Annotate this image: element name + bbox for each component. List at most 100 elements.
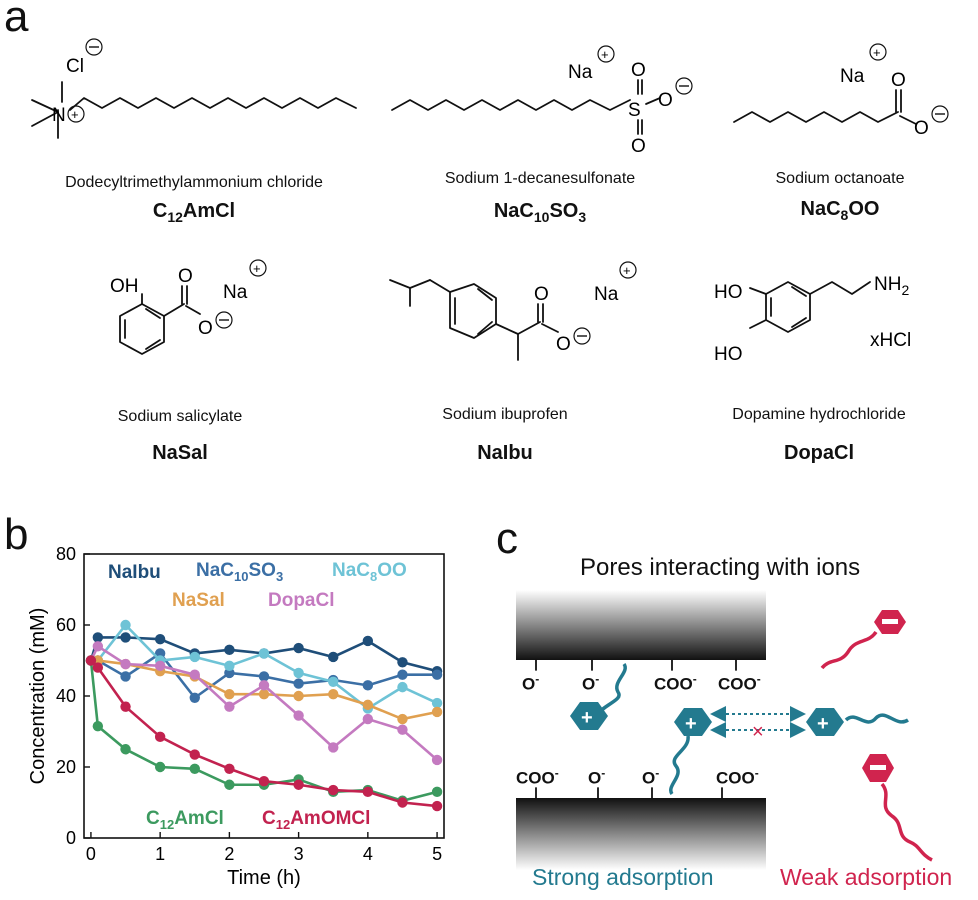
data-point [293,678,304,689]
data-point [120,701,131,712]
data-point [189,763,200,774]
data-point [328,784,339,796]
data-point [362,699,374,711]
series-line [89,659,438,808]
data-point [154,761,166,773]
weak-adsorption-label: Weak adsorption [780,864,953,890]
naibu-structure: O O Na + [389,261,637,361]
series-line [90,651,438,700]
data-point [120,658,131,670]
top-pore-wall [516,590,766,660]
y-tick-label: 40 [56,686,76,706]
svg-text:O: O [658,90,673,111]
data-point [258,648,270,659]
strong-adsorption-label: Strong adsorption [532,864,714,890]
cation-head-icon [806,708,844,736]
svg-text:O: O [198,318,213,339]
legend-naibu: NaIbu [108,562,161,583]
data-point [431,706,443,718]
data-point [397,669,408,680]
svg-text:O: O [631,60,646,81]
data-point [362,713,374,725]
data-point [154,660,166,672]
svg-text:O: O [178,266,193,287]
bottom-pore-wall [516,798,766,870]
data-point [120,671,131,682]
counter-ion-na: Na [223,282,248,303]
data-point [224,779,235,790]
counter-ion-na: Na [840,66,865,87]
svg-text:O: O [556,334,571,355]
data-point [224,689,235,700]
counter-ion-hcl: xHCl [870,330,911,351]
data-point [189,669,200,680]
x-tick-label: 2 [224,844,234,864]
data-point [328,742,339,753]
anion-tail [820,630,878,670]
y-tick-label: 60 [56,615,76,635]
x-tick-label: 3 [294,844,304,864]
surface-group-label: O- [588,766,606,788]
data-point [189,749,200,760]
svg-text:+: + [71,107,79,122]
cation-head-icon [674,708,712,736]
surface-group-label: COO- [654,672,697,694]
surface-group-label: O- [582,672,600,694]
cation-tail [594,662,627,718]
sulfur-atom: S [628,100,641,121]
pore-diagram: + + + × [516,590,933,870]
cross-icon: × [752,721,764,743]
cation-tail [669,735,690,796]
series-line [89,660,438,803]
data-point [92,641,104,652]
molecule-name: Sodium salicylate [117,408,243,425]
data-point [293,642,304,654]
x-axis-label: Time (h) [227,867,301,889]
c12amcl-structure: N + Cl [31,38,357,139]
data-point [224,644,235,656]
panel-c-letter: c [496,514,518,563]
svg-text:O: O [631,136,646,157]
data-point [293,710,304,721]
x-tick-label: 1 [155,844,165,864]
anion-tail [880,782,933,862]
x-tick-label: 5 [432,844,442,864]
data-point [120,744,131,755]
svg-text:+: + [817,713,829,735]
cation-tail [844,713,909,724]
panel-a-letter: a [4,0,29,41]
molecule-name: Sodium ibuprofen [442,406,568,423]
svg-text:O: O [891,70,906,91]
svg-text:+: + [581,707,593,729]
data-point [431,697,443,709]
surface-group-label: O- [522,672,540,694]
nitrogen-atom: N [52,105,66,126]
molecule-abbr: DopaCl [784,442,854,464]
data-point [293,667,304,679]
y-axis-label: Concentration (mM) [27,608,49,785]
data-point [397,797,408,808]
surface-group-label: O- [642,766,660,788]
data-point [431,800,443,812]
legend-c12amomcl: C12AmOMCl [262,808,371,832]
data-point [431,754,443,766]
data-point [154,634,166,645]
y-tick-label: 0 [66,828,76,848]
data-point [92,720,104,732]
svg-text:O: O [914,118,929,139]
molecule-abbr: NaC8OO [800,198,880,223]
molecule-abbr: NaIbu [477,442,533,464]
data-point [362,786,374,798]
data-point [328,651,339,663]
molecule-abbr: C12AmCl [152,200,236,225]
y-tick-label: 80 [56,544,76,564]
surface-group-label: COO- [718,672,761,694]
data-point [189,651,200,663]
data-point [154,731,166,743]
data-point [397,657,408,668]
data-point [397,681,408,693]
data-point [258,680,270,691]
nac10so3-structure: S O O O Na + [391,45,693,157]
legend-dopacl: DopaCl [268,590,335,611]
series-line [90,623,438,711]
